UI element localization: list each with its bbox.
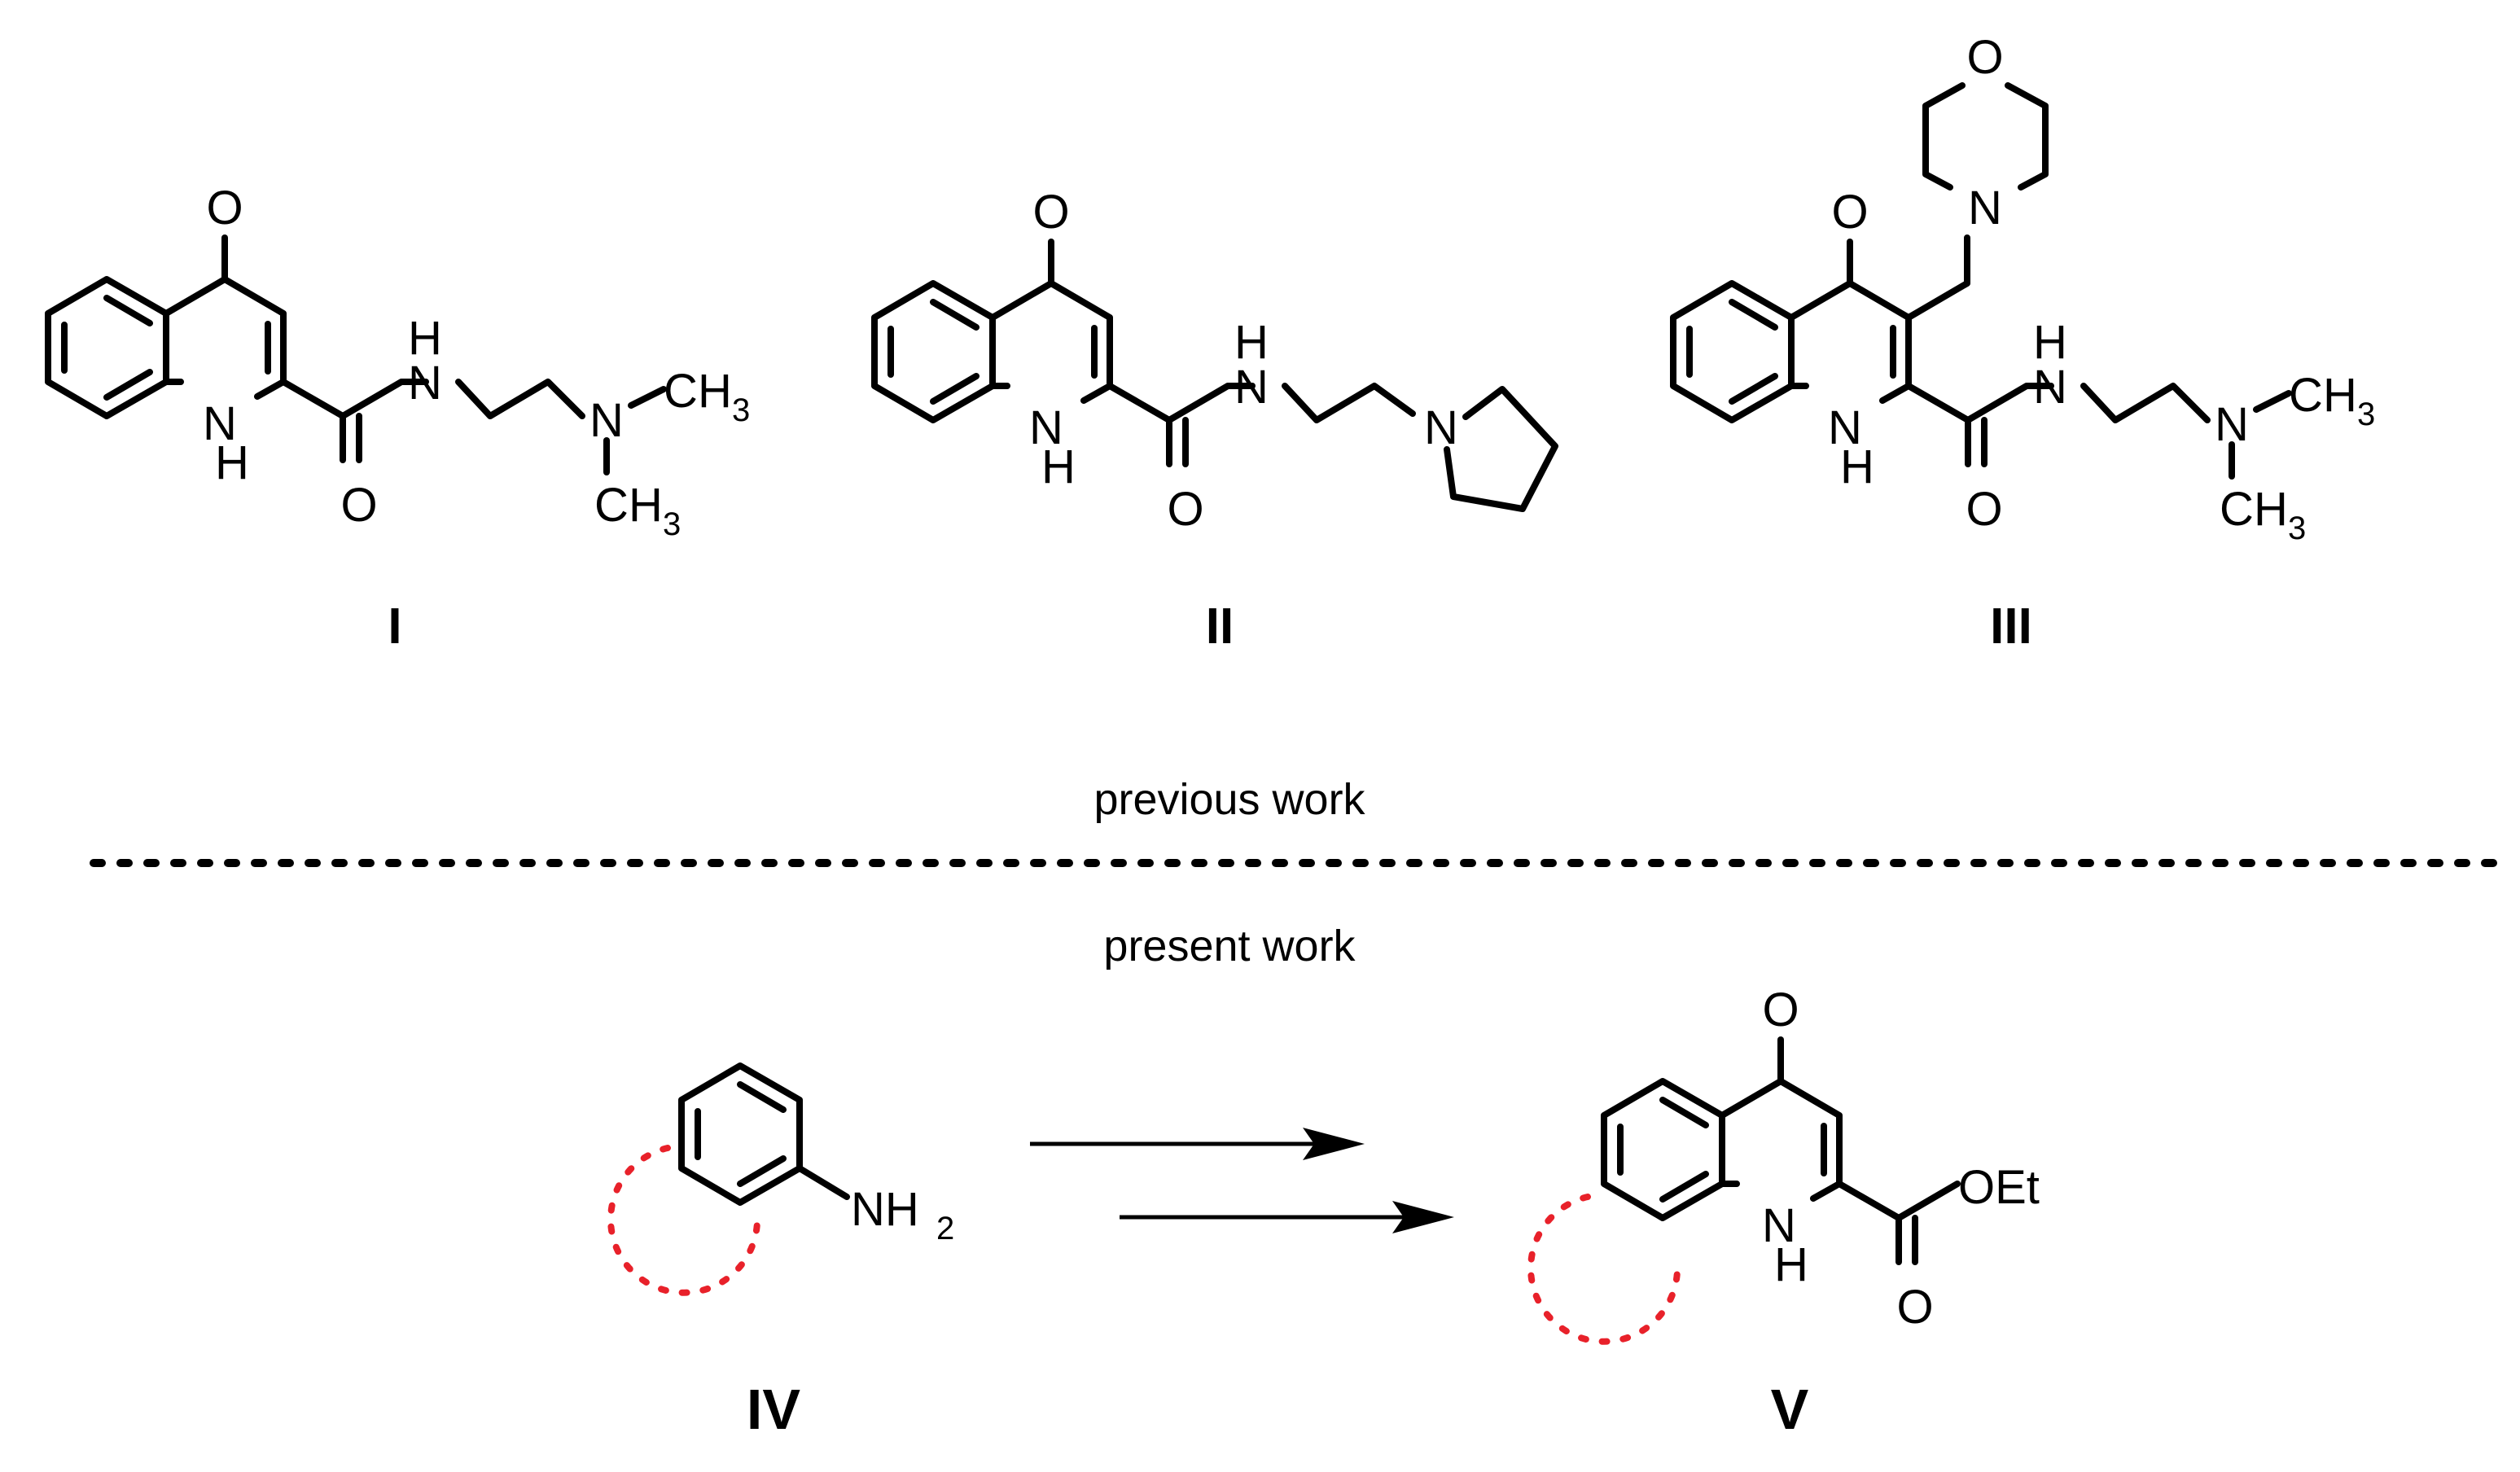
compound-I-methyl-1-c: C	[664, 365, 698, 418]
compound-I-nh-h: H	[215, 436, 249, 489]
compound-IV-structure	[607, 1062, 850, 1296]
compound-III-amide-h: H	[2033, 316, 2067, 369]
compound-V-fused-ring-placeholder	[1527, 1194, 1681, 1345]
compound-I-oxo: O	[206, 182, 243, 234]
compound-I-structure	[45, 234, 667, 475]
compound-III-methyl-2-h: H	[2254, 483, 2288, 536]
compound-III-amide-n: N	[2033, 361, 2067, 414]
compound-III-morpholine-o: O	[1966, 31, 2003, 84]
compound-IV-amine-sub: 2	[936, 1211, 954, 1246]
compound-II-structure	[871, 239, 1558, 512]
present-work-caption: present work	[1103, 922, 1356, 970]
compound-V-carbonyl-o: O	[1896, 1281, 1933, 1334]
compound-II-nh-h: H	[1041, 440, 1076, 493]
compound-I-methyl-2-c: C	[594, 479, 629, 532]
compound-I-methyl-1-h: H	[698, 365, 732, 418]
compound-V-nh-h: H	[1774, 1238, 1808, 1291]
compound-V-structure	[1527, 1036, 1961, 1345]
reaction-arrow-2-head	[1392, 1201, 1454, 1233]
compound-III-methyl-2-sub: 3	[2288, 510, 2306, 546]
compound-II-label: II	[1206, 598, 1234, 655]
compound-I-nh-n: N	[203, 397, 237, 450]
compound-I-methyl-2-sub: 3	[663, 506, 681, 542]
compound-I-methyl-1-sub: 3	[732, 392, 750, 428]
compound-III-amide-o: O	[1966, 483, 2002, 536]
compound-III-amine-n: N	[2215, 398, 2249, 451]
compound-IV-amine-nh: NH	[851, 1183, 919, 1236]
reaction-arrow-1-head	[1303, 1128, 1365, 1160]
compound-IV-label: IV	[747, 1378, 800, 1441]
compound-III-morpholine-n: N	[1968, 182, 2002, 234]
compound-V-label: V	[1771, 1378, 1809, 1441]
compound-III-structure	[1670, 82, 2292, 480]
compound-IV-fused-ring-placeholder	[607, 1145, 760, 1296]
compound-V-oxo: O	[1762, 984, 1799, 1036]
compound-III-nh-n: N	[1828, 401, 1862, 454]
compound-II-oxo: O	[1032, 186, 1069, 239]
reaction-arrows	[1030, 1128, 1454, 1233]
compound-I-amide-o: O	[340, 479, 377, 532]
compound-V-ester: OEt	[1958, 1161, 2040, 1214]
compound-II-pyrrolidine-n: N	[1424, 401, 1458, 454]
compound-III-methyl-1-h: H	[2323, 369, 2357, 422]
compound-I-amine-n: N	[589, 394, 624, 447]
compound-V-nh-n: N	[1762, 1199, 1796, 1252]
compound-III-methyl-2-c: C	[2220, 483, 2254, 536]
compound-I-amide-n: N	[408, 357, 442, 410]
compound-II-amide-o: O	[1167, 483, 1203, 536]
compound-I-methyl-2-h: H	[629, 479, 663, 532]
compound-I-label: I	[388, 598, 401, 655]
compound-II-amide-n: N	[1234, 361, 1269, 414]
compound-I-amide-h: H	[408, 312, 442, 365]
compound-III-label: III	[1990, 598, 2032, 655]
compound-III-oxo: O	[1831, 186, 1868, 239]
compound-III-methyl-1-sub: 3	[2357, 396, 2375, 432]
compound-III-methyl-1-c: C	[2289, 369, 2323, 422]
compound-II-nh-n: N	[1029, 401, 1063, 454]
compound-III-nh-h: H	[1840, 440, 1874, 493]
compound-II-amide-h: H	[1234, 316, 1269, 369]
previous-work-caption: previous work	[1093, 775, 1365, 824]
